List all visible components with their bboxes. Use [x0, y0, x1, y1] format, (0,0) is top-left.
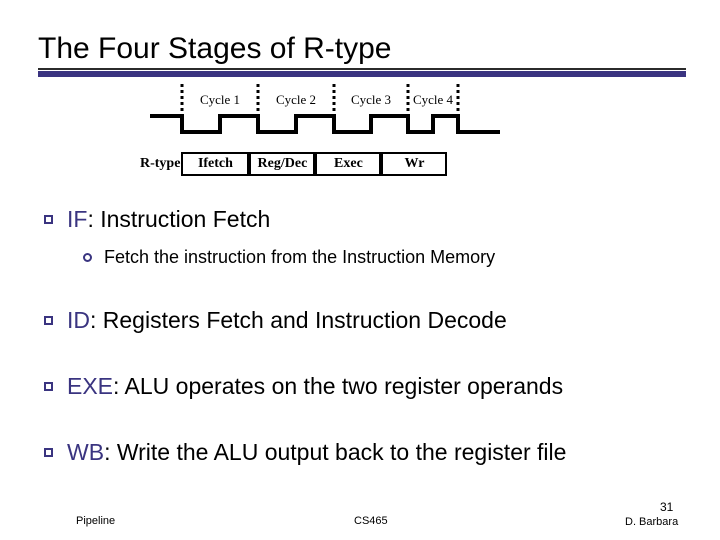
bullet-if-prefix: IF [67, 206, 88, 232]
footer-left-label: Pipeline [76, 515, 116, 527]
bullet-item-exe: EXE: ALU operates on the two register op… [44, 373, 563, 400]
bullet-if-body: Instruction Fetch [100, 206, 271, 232]
stage-box-reg-dec: Reg/Dec [249, 152, 316, 176]
title-rule-thin [38, 68, 686, 70]
square-bullet-icon [44, 316, 53, 325]
bullet-if-separator: : [87, 206, 101, 232]
title-block: The Four Stages of R-type [38, 32, 686, 77]
bullet-exe-body: ALU operates on the two register operand… [124, 373, 564, 399]
footer-author: D. Barbara [625, 516, 679, 528]
cycle-label-2: Cycle 2 [276, 92, 316, 107]
cycle-label-3: Cycle 3 [351, 92, 391, 107]
sub-bullet-if-text: Fetch the instruction from the Instructi… [104, 247, 496, 267]
bullet-id-prefix: ID [67, 307, 90, 333]
bullet-wb-prefix: WB [67, 439, 105, 465]
page-title: The Four Stages of R-type [38, 32, 392, 65]
bullet-exe-separator: : [113, 373, 125, 399]
bullet-exe-prefix: EXE [67, 373, 114, 399]
stage-table: R-type Ifetch Reg/Dec Exec Wr [140, 152, 448, 176]
stage-row-label: R-type [140, 156, 181, 171]
cycle-label-1: Cycle 1 [200, 92, 240, 107]
square-bullet-icon [44, 382, 53, 391]
square-bullet-icon [44, 215, 53, 224]
slide-page-number: 31 [660, 500, 674, 514]
stage-box-ifetch: Ifetch [181, 152, 250, 176]
bullet-item-if: IF: Instruction Fetch [44, 206, 270, 233]
title-rule-thick [38, 71, 686, 77]
stage-box-exec: Exec [315, 152, 382, 176]
bullet-wb-text: WB: Write the ALU output back to the reg… [67, 439, 566, 466]
square-bullet-icon [44, 448, 53, 457]
bullet-item-wb: WB: Write the ALU output back to the reg… [44, 439, 566, 466]
bullet-if-text: IF: Instruction Fetch [67, 206, 270, 233]
stage-box-wr: Wr [381, 152, 448, 176]
clock-signal-path [150, 114, 500, 134]
footer-course-code: CS465 [354, 515, 388, 527]
bullet-wb-separator: : [104, 439, 117, 465]
bullet-wb-body: Write the ALU output back to the registe… [116, 439, 567, 465]
bullet-item-id: ID: Registers Fetch and Instruction Deco… [44, 307, 507, 334]
clock-waveform-diagram: Cycle 1 Cycle 2 Cycle 3 Cycle 4 [150, 84, 500, 138]
bullet-id-text: ID: Registers Fetch and Instruction Deco… [67, 307, 507, 334]
bullet-exe-text: EXE: ALU operates on the two register op… [67, 373, 563, 400]
bullet-id-separator: : [90, 307, 103, 333]
cycle-label-4: Cycle 4 [413, 92, 454, 107]
cycle-labels: Cycle 1 Cycle 2 Cycle 3 Cycle 4 [200, 92, 454, 107]
sub-bullet-item-if: Fetch the instruction from the Instructi… [83, 246, 495, 268]
cycle-separator-lines [180, 84, 460, 116]
circle-bullet-icon [83, 253, 92, 262]
bullet-id-body: Registers Fetch and Instruction Decode [102, 307, 507, 333]
